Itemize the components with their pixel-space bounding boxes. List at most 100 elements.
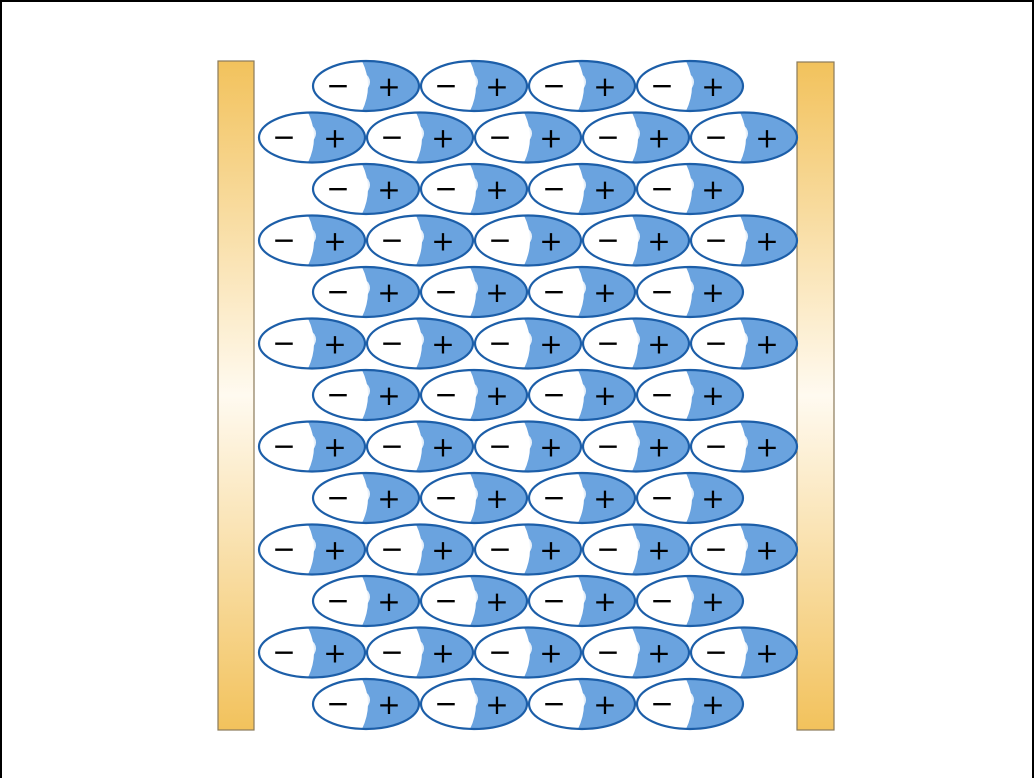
negative-charge-sign: − xyxy=(650,481,673,514)
negative-charge-sign: − xyxy=(272,533,295,566)
dipole-molecule: −+ xyxy=(583,523,693,577)
dipole-molecule: −+ xyxy=(259,523,369,577)
dipole-molecule: −+ xyxy=(529,368,639,422)
dipole-array: −+−+−+−+−+−+−+−+−+−+−+−+−+−+−+−+−+−+−+−+… xyxy=(259,59,801,731)
positive-charge-sign: + xyxy=(431,225,454,258)
negative-charge-sign: − xyxy=(434,378,457,411)
dipole-molecule: −+ xyxy=(475,214,585,268)
dipole-molecule: −+ xyxy=(313,471,423,525)
positive-charge-sign: + xyxy=(701,585,724,618)
negative-charge-sign: − xyxy=(326,172,349,205)
negative-charge-sign: − xyxy=(326,481,349,514)
positive-charge-sign: + xyxy=(377,379,400,412)
negative-charge-sign: − xyxy=(434,275,457,308)
dipole-molecule: −+ xyxy=(637,162,747,216)
positive-charge-sign: + xyxy=(647,328,670,361)
positive-charge-sign: + xyxy=(539,122,562,155)
negative-charge-sign: − xyxy=(326,69,349,102)
positive-charge-sign: + xyxy=(485,379,508,412)
dipole-molecule: −+ xyxy=(583,420,693,474)
negative-charge-sign: − xyxy=(542,481,565,514)
negative-charge-sign: − xyxy=(542,172,565,205)
positive-charge-sign: + xyxy=(755,225,778,258)
negative-charge-sign: − xyxy=(272,430,295,463)
right-capacitor-plate xyxy=(797,62,834,730)
negative-charge-sign: − xyxy=(650,275,673,308)
positive-charge-sign: + xyxy=(431,534,454,567)
negative-charge-sign: − xyxy=(650,687,673,720)
negative-charge-sign: − xyxy=(596,224,619,257)
negative-charge-sign: − xyxy=(380,636,403,669)
negative-charge-sign: − xyxy=(596,430,619,463)
negative-charge-sign: − xyxy=(542,69,565,102)
negative-charge-sign: − xyxy=(704,121,727,154)
negative-charge-sign: − xyxy=(380,121,403,154)
dipole-molecule: −+ xyxy=(421,265,531,319)
dipole-molecule: −+ xyxy=(583,317,693,371)
negative-charge-sign: − xyxy=(326,275,349,308)
negative-charge-sign: − xyxy=(596,636,619,669)
negative-charge-sign: − xyxy=(542,275,565,308)
negative-charge-sign: − xyxy=(650,584,673,617)
positive-charge-sign: + xyxy=(431,431,454,464)
negative-charge-sign: − xyxy=(650,172,673,205)
negative-charge-sign: − xyxy=(272,636,295,669)
positive-charge-sign: + xyxy=(485,276,508,309)
positive-charge-sign: + xyxy=(755,328,778,361)
positive-charge-sign: + xyxy=(323,328,346,361)
positive-charge-sign: + xyxy=(539,225,562,258)
positive-charge-sign: + xyxy=(539,534,562,567)
dipole-molecule: −+ xyxy=(475,111,585,165)
dipole-molecule: −+ xyxy=(475,626,585,680)
dipole-molecule: −+ xyxy=(475,523,585,577)
positive-charge-sign: + xyxy=(647,431,670,464)
dipole-molecule: −+ xyxy=(691,111,801,165)
positive-charge-sign: + xyxy=(377,688,400,721)
dipole-molecule: −+ xyxy=(313,59,423,113)
dipole-molecule: −+ xyxy=(367,523,477,577)
dipole-molecule: −+ xyxy=(367,214,477,268)
positive-charge-sign: + xyxy=(431,328,454,361)
negative-charge-sign: − xyxy=(542,378,565,411)
negative-charge-sign: − xyxy=(650,69,673,102)
positive-charge-sign: + xyxy=(539,637,562,670)
negative-charge-sign: − xyxy=(542,687,565,720)
positive-charge-sign: + xyxy=(593,688,616,721)
dipole-molecule: −+ xyxy=(637,59,747,113)
negative-charge-sign: − xyxy=(488,430,511,463)
positive-charge-sign: + xyxy=(647,122,670,155)
dipole-molecule: −+ xyxy=(529,265,639,319)
negative-charge-sign: − xyxy=(596,327,619,360)
negative-charge-sign: − xyxy=(704,430,727,463)
dipole-molecule: −+ xyxy=(421,368,531,422)
dipole-molecule: −+ xyxy=(583,111,693,165)
dipole-molecule: −+ xyxy=(475,317,585,371)
negative-charge-sign: − xyxy=(434,172,457,205)
negative-charge-sign: − xyxy=(326,584,349,617)
dipole-molecule: −+ xyxy=(367,420,477,474)
dipole-molecule: −+ xyxy=(691,214,801,268)
positive-charge-sign: + xyxy=(755,637,778,670)
positive-charge-sign: + xyxy=(647,637,670,670)
negative-charge-sign: − xyxy=(434,481,457,514)
dipole-molecule: −+ xyxy=(637,677,747,731)
positive-charge-sign: + xyxy=(701,173,724,206)
positive-charge-sign: + xyxy=(377,482,400,515)
dipole-molecule: −+ xyxy=(421,162,531,216)
dipole-molecule: −+ xyxy=(367,317,477,371)
dipole-molecule: −+ xyxy=(529,471,639,525)
dipole-molecule: −+ xyxy=(529,677,639,731)
positive-charge-sign: + xyxy=(755,534,778,567)
dipole-molecule: −+ xyxy=(583,214,693,268)
dipole-molecule: −+ xyxy=(313,677,423,731)
negative-charge-sign: − xyxy=(704,224,727,257)
negative-charge-sign: − xyxy=(380,533,403,566)
positive-charge-sign: + xyxy=(539,431,562,464)
dipole-molecule: −+ xyxy=(583,626,693,680)
positive-charge-sign: + xyxy=(323,225,346,258)
negative-charge-sign: − xyxy=(488,327,511,360)
dipole-molecule: −+ xyxy=(691,626,801,680)
negative-charge-sign: − xyxy=(704,533,727,566)
